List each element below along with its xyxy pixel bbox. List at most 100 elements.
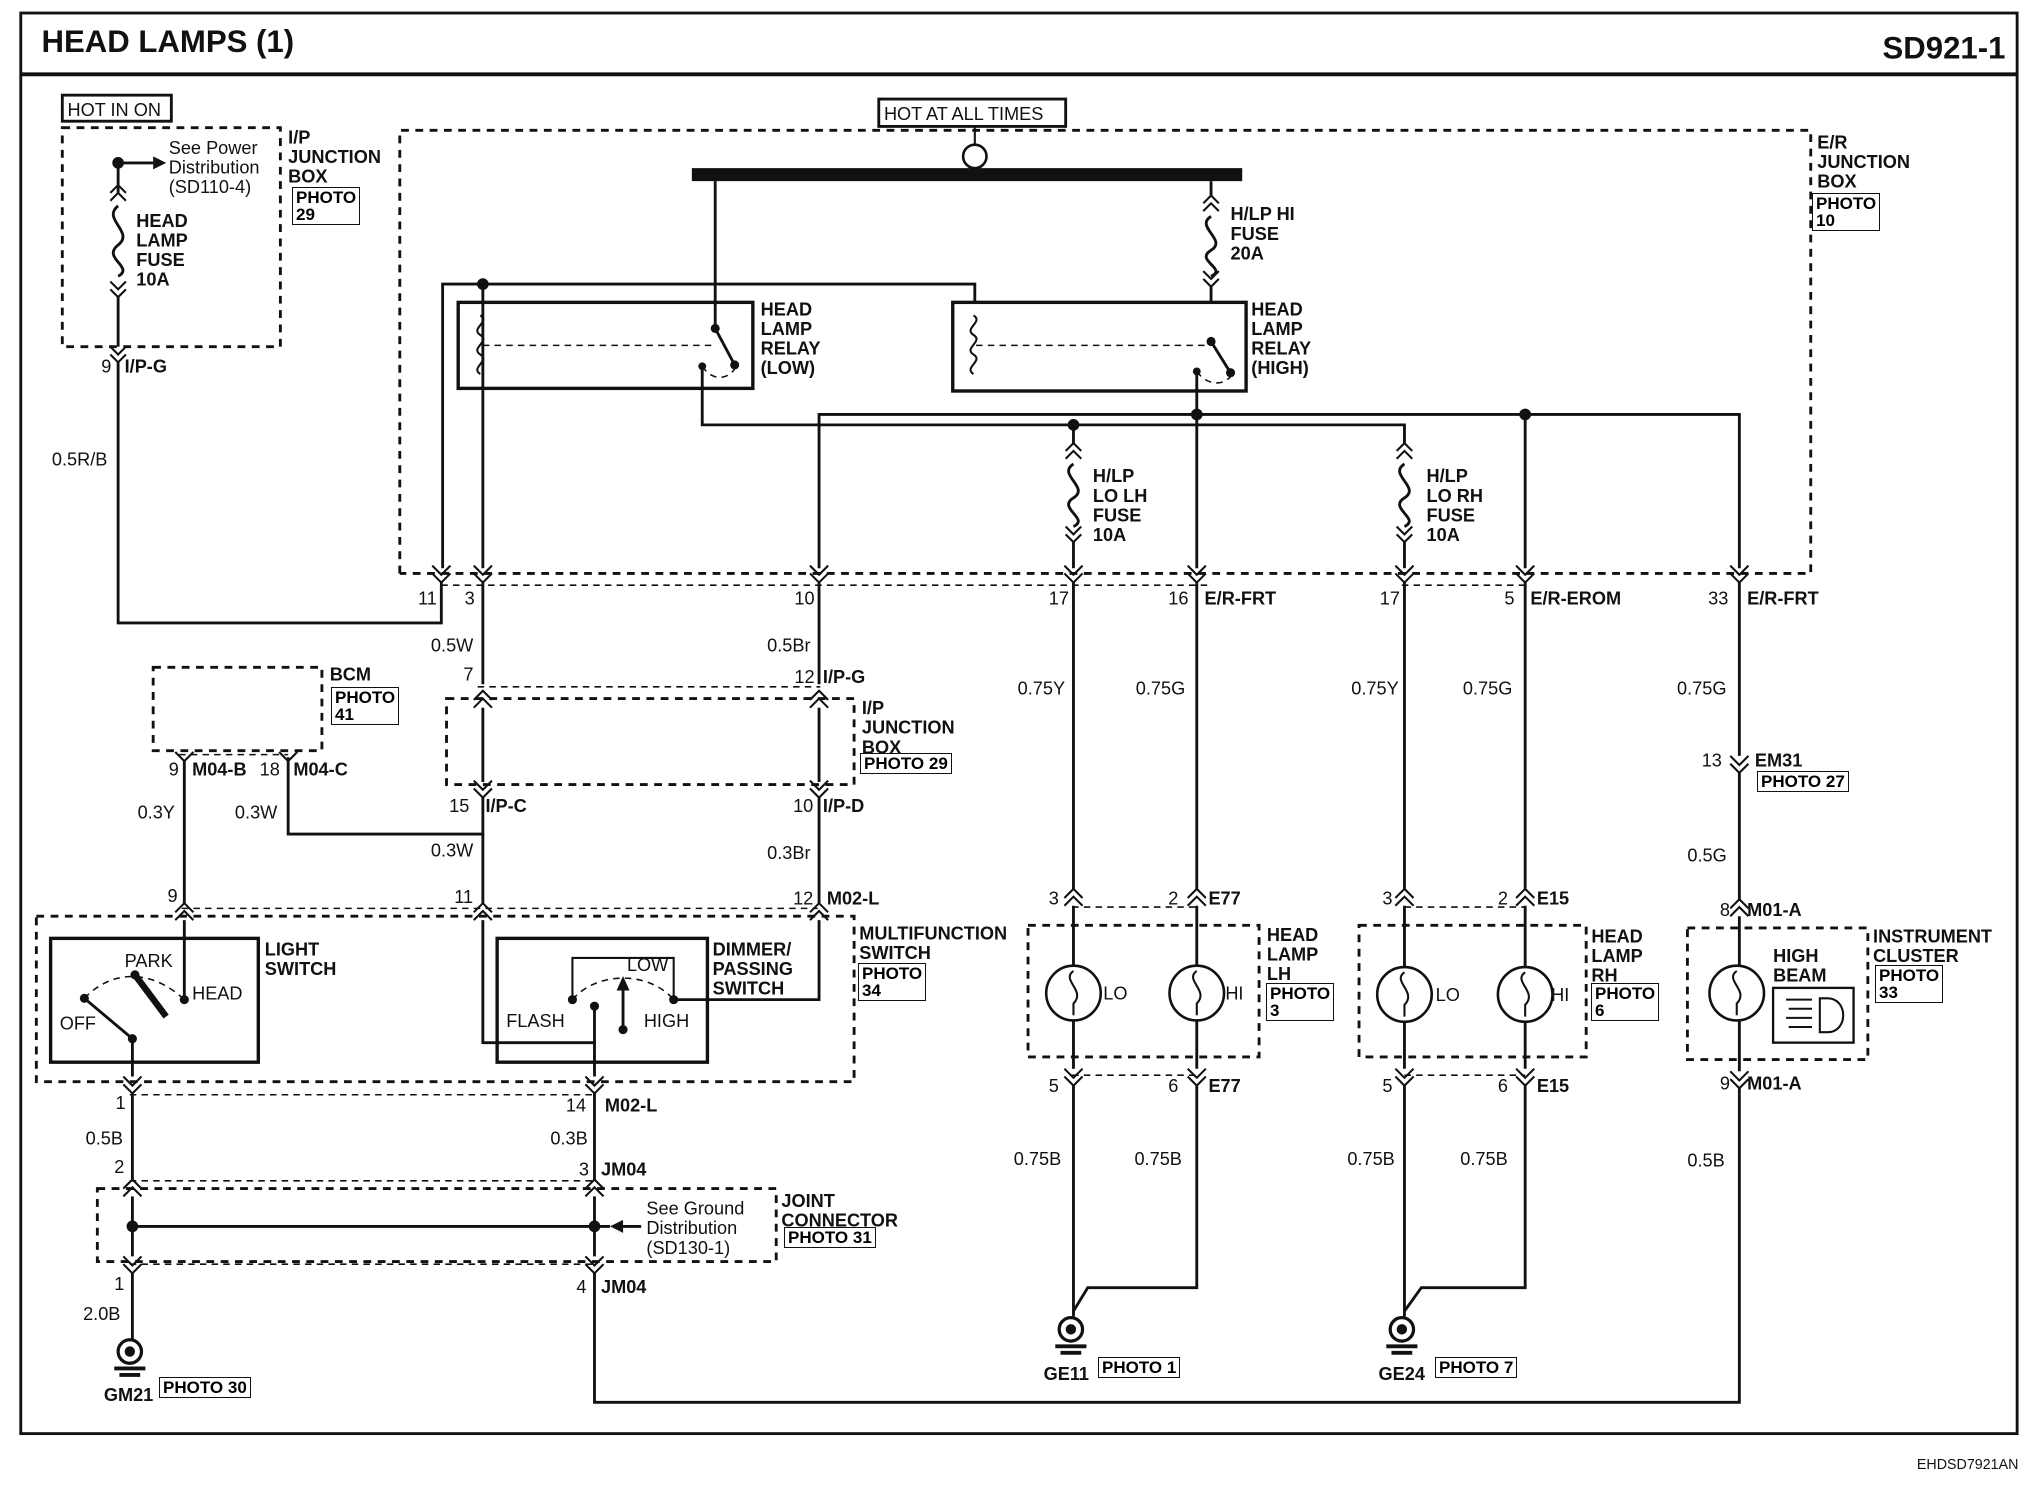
wire-0-75b-lh-hi [1072,1085,1199,1312]
fuse-connector-icon [1064,525,1082,544]
diagram-label: 5 [1049,1076,1059,1096]
diagram-label: 0.5W [431,636,474,656]
diagram-label: M01-A [1747,1074,1801,1094]
diagram-label: CONNECTOR [781,1210,898,1230]
diagram-label: 0.75B [1347,1149,1394,1169]
lh-lo-filament-icon [1068,970,1079,1016]
diagram-label: 16 [1168,589,1188,609]
diagram-label: 11 [418,589,437,609]
page-code: SD921-1 [1883,31,2006,66]
diagram-label: FUSE [1231,224,1279,244]
fuse-connector-icon [1202,194,1220,212]
wire-0-5r-b [116,362,443,625]
diagram-label: HEAD [192,984,242,1004]
e77-2-connector-icon [1186,887,1207,907]
gm21-ground-icon [124,1346,135,1357]
diagram-label: H/LP [1093,466,1134,486]
diagram-label: 5 [1382,1076,1392,1096]
lh-hi-filament-icon [1192,970,1202,1016]
photo-ref-bcm: PHOTO 41 [331,687,400,725]
page-title: HEAD LAMPS (1) [42,24,295,59]
diagram-label: 2.0B [83,1304,120,1324]
diagram-label: HIGH [644,1011,689,1031]
diagram-label: HIGH [1773,946,1818,966]
e77-3-connector-icon [1063,887,1084,907]
photo-ref-em31: PHOTO 27 [1757,771,1849,792]
photo-ref-ip-jb-mid: PHOTO 29 [860,753,952,774]
photo-ref-hl-lh: PHOTO 3 [1266,983,1335,1021]
diagram-label: E/R-EROM [1530,589,1621,609]
diagram-label: 9 [169,759,179,779]
diagram-label: E77 [1208,888,1240,908]
photo-ref-hl-rh: PHOTO 6 [1591,983,1660,1021]
e15-5-connector-icon [1394,1067,1415,1088]
diagram-label: 10A [136,269,169,289]
diagram-label: 0.75Y [1351,679,1398,699]
wire-0-5b-cluster-return [593,1094,1741,1404]
power-distribution-arrow-icon [153,156,167,170]
hl-lo-rh-fuse-icon [1398,462,1411,528]
diagram-label: 0.5B [1687,1150,1724,1170]
dimmer-arc [571,977,675,1001]
diagram-label: BOX [1817,172,1856,192]
diagram-label: FLASH [506,1011,565,1031]
lh-hi-bulb-icon [1168,964,1226,1022]
joint-2-connector-icon [122,1178,143,1198]
diagram-label: PARK [125,951,173,971]
lh-lo-bulb-icon [1044,964,1103,1022]
page-border [19,11,2019,1436]
fuse-connector-icon [109,183,127,202]
diagram-label: 1 [116,1093,126,1113]
relay-low-coil-icon [476,314,485,375]
relay-low-output-wire [700,366,1197,427]
ip-g-9-connector-icon [109,345,127,364]
diagram-label: I/P-D [823,796,864,816]
diagram-label: H/LP HI [1231,204,1295,224]
ip-g-7-connector-icon [473,689,493,709]
high-beam-icon [1818,997,1845,1034]
diagram-label: 12 [794,667,814,687]
diagram-label: 11 [454,887,473,907]
diagram-label: INSTRUMENT [1873,926,1992,946]
rh-lo-bulb-icon [1375,965,1434,1024]
diagram-label: LAMP [1251,319,1302,339]
diagram-label: See Power [169,138,258,158]
diagram-label: LIGHT [265,939,319,959]
diagram-label: 33 [1708,589,1728,609]
high-beam-rays-icon [1786,998,1813,1029]
fuse-connector-icon [1202,270,1220,289]
diagram-label: FUSE [1427,505,1475,525]
em31-connector-icon [1729,755,1750,775]
diagram-label: HEAD [761,299,812,319]
diagram-label: HOT AT ALL TIMES [884,104,1043,124]
head-lamp-fuse-icon [111,204,125,278]
dimmer-common [589,1001,600,1011]
er-33-connector-icon [1729,564,1750,585]
light-switch-arm [83,997,134,1040]
e15-6-connector-icon [1515,1067,1535,1088]
diagram-label: 2 [1168,888,1178,908]
m02-14-connector-icon [584,1075,605,1095]
hl-lo-lh-fuse-icon [1067,462,1080,528]
diagram-label: SWITCH [859,943,931,963]
diagram-label: LAMP [761,319,812,339]
head-lamp-rh-outline [1357,923,1588,1059]
diagram-label: 9 [167,886,177,906]
er-3-connector-icon [473,564,493,585]
ge11-ground-icon [1065,1324,1077,1335]
fuse-connector-icon [1064,441,1082,460]
fuse-connector-icon [109,280,127,299]
diagram-label: 0.5G [1687,845,1726,865]
relay-low-switch-arm [713,327,736,366]
hot-at-all-times-box [877,97,1068,128]
m01-a-8-connector-icon [1729,897,1750,917]
diagram-label: LO [1103,984,1127,1004]
diagram-label: 8 [1720,900,1730,920]
high-beam-filament-icon [1732,970,1742,1016]
diagram-label: M01-A [1747,900,1801,920]
diagram-label: See Ground [646,1199,744,1219]
diagram-label: GE24 [1378,1364,1425,1384]
diagram-label: 3 [579,1160,589,1180]
diagram-label: E/R-FRT [1747,589,1819,609]
diagram-label: 0.75B [1460,1149,1507,1169]
